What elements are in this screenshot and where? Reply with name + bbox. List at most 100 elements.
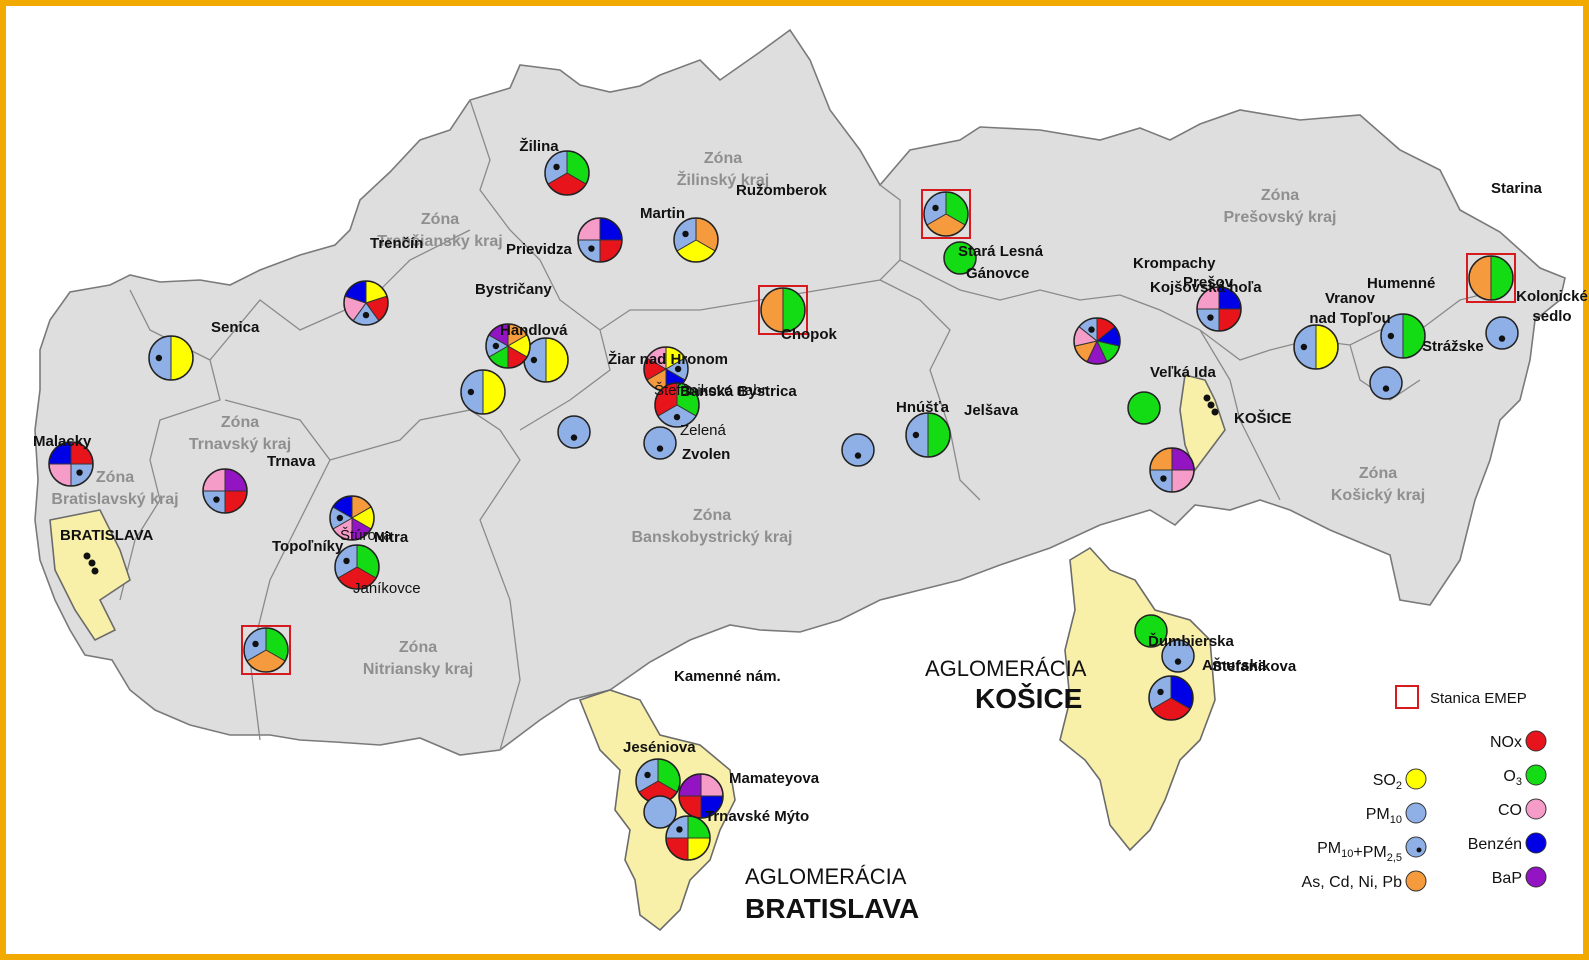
kosice-dots <box>1203 394 1219 416</box>
station-label-topolniky: Topoľníky <box>272 538 344 555</box>
station-label-kamenne-nam: Kamenné nám. <box>674 668 781 685</box>
pm25-dot-sturova <box>336 514 344 522</box>
pm25-dot-presov <box>1207 314 1214 321</box>
legend-label-pm10pm25: PM10+PM2,5 <box>1317 840 1402 864</box>
pm25-dot-velka-ida <box>1160 475 1167 482</box>
legend-swatch-nox <box>1525 730 1547 752</box>
station-label-malacky: Malacky <box>33 433 92 450</box>
pie-outline-bystricany <box>460 369 506 415</box>
pie-outline-sturova <box>329 495 375 541</box>
pie-outline-ganovce <box>943 241 977 275</box>
pie-kojsovska-hola <box>1127 391 1161 425</box>
svg-text:Zóna: Zóna <box>1261 187 1299 204</box>
pm25-dot-handlova <box>530 356 538 364</box>
pm25-dot-stefanikova <box>1157 688 1164 696</box>
pm25-dot-stefanikovo-nabr <box>674 365 682 373</box>
emep-marker-stara-lesna <box>921 189 971 239</box>
pie-senica <box>148 335 194 381</box>
station-label-stefanikovo-nabr: Štefánikovo nabr. <box>654 382 770 399</box>
bratislava-aglomeration-caption: AGLOMERÁCIA BRATISLAVA <box>745 864 919 924</box>
station-label-kolonicke-sedlo-1: sedlo <box>1532 308 1571 325</box>
pie-bystricany <box>460 369 506 415</box>
pm25-dot-vranov-nad-toplou <box>1300 343 1308 351</box>
pie-outline-chopok <box>760 287 806 333</box>
legend-swatch-pm10pm25 <box>1405 836 1427 858</box>
svg-text:AGLOMERÁCIA: AGLOMERÁCIA <box>745 864 907 889</box>
legend-label-benzen: Benzén <box>1468 836 1522 853</box>
pie-outline-stara-lesna <box>923 191 969 237</box>
pie-jelsava <box>905 412 951 458</box>
pie-outline-stefanikova <box>1148 675 1194 721</box>
svg-text:Košický kraj: Košický kraj <box>1331 487 1425 504</box>
svg-text:Zóna: Zóna <box>1359 465 1397 482</box>
region-border-center <box>469 99 981 501</box>
pie-ruzomberok <box>673 217 719 263</box>
pie-outline-topolniky <box>243 627 289 673</box>
station-label-mamateyova: Mamateyova <box>729 770 820 787</box>
pie-stefanikova <box>1148 675 1194 721</box>
legend-label-co: CO <box>1498 802 1522 819</box>
pie-velka-ida <box>1149 447 1195 493</box>
pie-outline-humenne <box>1380 313 1426 359</box>
pie-strazske <box>1369 366 1403 400</box>
emep-marker-topolniky <box>241 625 291 675</box>
pm25-dot-janikovce <box>343 557 350 565</box>
pie-outline-janikovce <box>334 544 380 590</box>
country-outline <box>34 28 1566 756</box>
pm25-dot-zelena <box>673 413 681 421</box>
legend-label-so2: SO2 <box>1373 772 1402 792</box>
pie-hnusta <box>841 433 875 467</box>
pm25-dot-martin <box>588 245 595 252</box>
pie-outline-kojsovska-hola <box>1127 391 1161 425</box>
pm25-dot-hnusta <box>854 452 862 459</box>
station-label-bratislava: BRATISLAVA <box>60 527 153 544</box>
station-label-presov: Prešov <box>1183 274 1234 291</box>
pie-ganovce <box>943 241 977 275</box>
pm25-dot-zvolen <box>656 445 664 452</box>
pie-outline-martin <box>577 217 623 263</box>
svg-text:Zóna: Zóna <box>421 211 459 228</box>
pie-outline-krompachy <box>1073 317 1121 365</box>
pm25-dot-zilina <box>553 163 560 171</box>
pm25-dot-malacky <box>76 469 83 476</box>
pie-outline-kamenne-nam <box>643 795 677 829</box>
kosice-inset <box>1059 546 1216 852</box>
station-pies <box>48 150 1519 861</box>
svg-text:Zóna: Zóna <box>399 639 437 656</box>
station-label-handlova: Handlová <box>500 322 568 339</box>
pie-outline-ziar-nad-hronom <box>557 415 591 449</box>
svg-text:Banskobystrický kraj: Banskobystrický kraj <box>632 529 793 546</box>
pie-kolonicke-sedlo <box>1485 316 1519 350</box>
pm25-dot-topolniky <box>252 640 259 648</box>
station-label-starina: Starina <box>1491 180 1543 197</box>
legend-label-ascdnipb: As, Cd, Ni, Pb <box>1302 874 1403 891</box>
pie-mamateyova <box>665 815 711 861</box>
pm25-dot-humenne <box>1387 332 1395 340</box>
station-label-jeseniova: Jeséniova <box>623 739 696 756</box>
svg-text:Zóna: Zóna <box>221 414 259 431</box>
legend-pm25-dot <box>1416 847 1422 853</box>
pm25-dot-bystricany <box>467 388 475 396</box>
legend-emep-label: Stanica EMEP <box>1430 690 1527 707</box>
pie-sturova <box>329 495 375 541</box>
station-label-stara-lesna: Stará Lesná <box>958 243 1044 260</box>
pie-ziar-nad-hronom <box>557 415 591 449</box>
station-label-kolonicke-sedlo-0: Kolonické <box>1516 288 1588 305</box>
pie-trnava <box>202 468 248 514</box>
legend-emep-square <box>1395 685 1419 709</box>
pie-topolniky <box>241 625 291 675</box>
svg-text:Trenčiansky kraj: Trenčiansky kraj <box>377 233 502 250</box>
legend-swatch-o3 <box>1525 764 1547 786</box>
pie-outline-malacky <box>48 441 94 487</box>
pie-stara-lesna <box>921 189 971 239</box>
legend-swatch-benzen <box>1525 832 1547 854</box>
legend-label-o3: O3 <box>1503 768 1522 788</box>
pm25-dot-jeseniova <box>644 771 651 779</box>
station-label-humenne: Humenné <box>1367 275 1435 292</box>
